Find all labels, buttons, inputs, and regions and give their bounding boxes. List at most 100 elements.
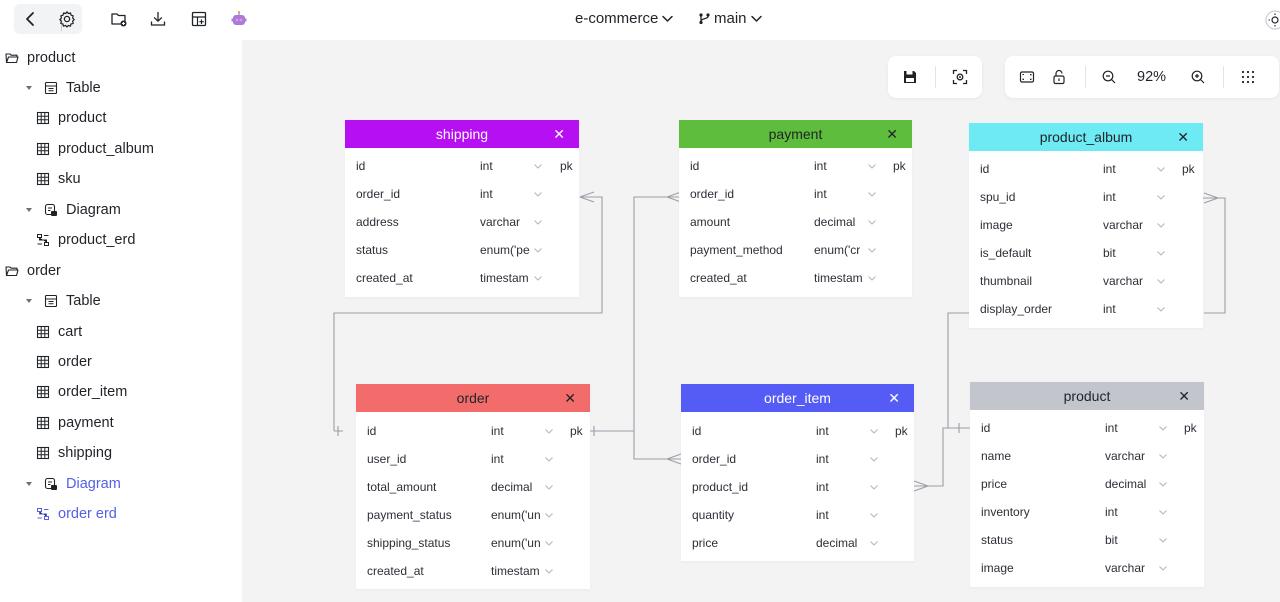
tree-table-cart[interactable]: cart [36,317,82,347]
chevron-down-icon[interactable] [544,510,554,520]
lock-button[interactable] [1044,62,1074,92]
tree-table-order-item[interactable]: order_item [36,377,127,407]
chevron-down-icon[interactable] [1156,220,1166,230]
chevron-down-icon[interactable] [869,454,879,464]
branch-selector[interactable]: main [698,10,763,27]
column-type[interactable]: int [491,452,504,466]
ai-assistant-button[interactable] [224,4,254,34]
column-type[interactable]: int [1103,190,1116,204]
column-type[interactable]: varchar [1105,561,1146,575]
tree-table-shipping[interactable]: shipping [36,438,112,468]
column-type[interactable]: int [1103,162,1116,176]
chevron-down-icon[interactable] [544,538,554,548]
column-type[interactable]: decimal [814,215,856,229]
export-button[interactable] [143,4,173,34]
chevron-down-icon[interactable] [1158,451,1168,461]
chevron-down-icon[interactable] [533,217,543,227]
chevron-down-icon[interactable] [867,217,877,227]
chevron-down-icon[interactable] [1158,423,1168,433]
column-type[interactable]: varchar [1105,449,1146,463]
chevron-down-icon[interactable] [533,161,543,171]
table-header[interactable]: product ✕ [970,382,1204,410]
column-type[interactable]: bit [1103,246,1116,260]
chevron-down-icon[interactable] [544,426,554,436]
chevron-down-icon[interactable] [1156,164,1166,174]
table-header[interactable]: payment ✕ [679,120,912,148]
column-type[interactable]: decimal [491,480,533,494]
close-icon[interactable]: ✕ [553,126,565,142]
column-type[interactable]: int [816,480,829,494]
column-type[interactable]: varchar [1103,274,1144,288]
chevron-down-icon[interactable] [1156,192,1166,202]
chevron-down-icon[interactable] [869,426,879,436]
chevron-down-icon[interactable] [544,482,554,492]
back-button[interactable] [16,4,46,34]
chevron-down-icon[interactable] [867,245,877,255]
chevron-down-icon[interactable] [1158,535,1168,545]
column-type[interactable]: int [814,187,827,201]
column-type[interactable]: int [816,508,829,522]
column-type[interactable]: int [1105,421,1118,435]
column-type[interactable]: int [1103,302,1116,316]
column-type[interactable]: timestam [480,271,529,285]
chevron-down-icon[interactable] [1158,507,1168,517]
tree-erd-product-erd[interactable]: product_erd [36,225,135,255]
chevron-down-icon[interactable] [1156,276,1166,286]
tree-table-product-album[interactable]: product_album [36,134,154,164]
chevron-down-icon[interactable] [533,273,543,283]
column-type[interactable]: int [816,452,829,466]
column-type[interactable]: decimal [1105,477,1147,491]
theme-toggle-button[interactable] [1265,10,1280,30]
tree-table-payment[interactable]: payment [36,408,114,438]
table-header[interactable]: shipping ✕ [345,120,579,148]
grid-toggle-button[interactable] [1233,62,1263,92]
column-type[interactable]: int [814,159,827,173]
column-type[interactable]: enum('pe [480,243,530,257]
column-type[interactable]: varchar [1103,218,1144,232]
column-type[interactable]: int [480,187,493,201]
column-type[interactable]: int [480,159,493,173]
column-type[interactable]: timestam [491,564,540,578]
chevron-down-icon[interactable] [1158,563,1168,573]
tree-group-product-diagram[interactable]: Diagram [24,195,121,225]
zoom-in-button[interactable] [1183,62,1213,92]
tree-erd-order-erd[interactable]: order erd [36,499,117,529]
zoom-out-button[interactable] [1094,62,1124,92]
chevron-down-icon[interactable] [544,454,554,464]
chevron-down-icon[interactable] [1156,304,1166,314]
chevron-down-icon[interactable] [533,189,543,199]
chevron-down-icon[interactable] [867,273,877,283]
table-header[interactable]: product_album ✕ [969,123,1203,151]
column-type[interactable]: int [1105,505,1118,519]
tree-table-order[interactable]: order [36,347,92,377]
chevron-down-icon[interactable] [869,538,879,548]
column-type[interactable]: enum('un [491,536,541,550]
chevron-down-icon[interactable] [869,510,879,520]
chevron-down-icon[interactable] [1158,479,1168,489]
database-selector[interactable]: e-commerce [575,10,674,27]
